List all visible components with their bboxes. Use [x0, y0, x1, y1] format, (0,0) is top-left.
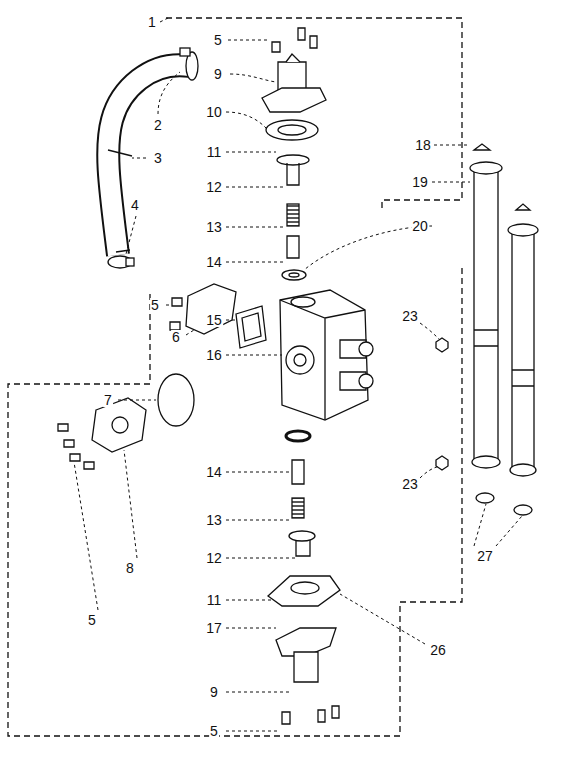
valve-seat: [287, 236, 299, 258]
callout-number: 12: [205, 180, 223, 194]
cover-plate: [186, 284, 236, 334]
callout-number: 1: [147, 15, 157, 29]
washer: [282, 270, 306, 280]
pump-body: [280, 290, 368, 420]
callout-number: 27: [476, 549, 494, 563]
callout-number: 17: [205, 621, 223, 635]
callout-number: 5: [209, 724, 219, 738]
end-cover: [92, 398, 146, 452]
callout-number: 16: [205, 348, 223, 362]
callout-number: 10: [205, 105, 223, 119]
tube: [474, 172, 498, 462]
callout-number: 6: [171, 330, 181, 344]
o-ring: [158, 374, 194, 426]
callout-number: 4: [130, 198, 140, 212]
callout-number: 9: [213, 67, 223, 81]
clamp-plate: [268, 576, 340, 606]
callout-number: 8: [125, 561, 135, 575]
callout-number: 7: [103, 393, 113, 407]
callout-number: 5: [213, 33, 223, 47]
tube: [512, 234, 534, 470]
callout-number: 23: [401, 477, 419, 491]
callout-number: 2: [153, 118, 163, 132]
callout-number: 14: [205, 255, 223, 269]
callout-number: 12: [205, 551, 223, 565]
valve-seat: [292, 460, 304, 484]
callout-number: 14: [205, 465, 223, 479]
callout-number: 13: [205, 513, 223, 527]
hose: [108, 65, 190, 255]
callout-number: 5: [150, 298, 160, 312]
callout-number: 9: [209, 685, 219, 699]
callout-number: 13: [205, 220, 223, 234]
spring: [287, 204, 299, 226]
callout-number: 3: [153, 151, 163, 165]
callout-number: 20: [411, 219, 429, 233]
callout-number: 19: [411, 175, 429, 189]
callout-number: 15: [205, 313, 223, 327]
callout-number: 11: [206, 593, 223, 607]
callout-number: 5: [87, 613, 97, 627]
callout-number: 23: [401, 309, 419, 323]
spring: [292, 498, 304, 518]
callout-number: 11: [206, 145, 223, 159]
callout-number: 18: [414, 138, 432, 152]
callout-number: 26: [429, 643, 447, 657]
ring: [266, 120, 318, 140]
valve: [277, 155, 309, 165]
gasket: [236, 306, 266, 348]
leader-lines: [74, 18, 522, 731]
assembly-boundary: [8, 18, 462, 736]
